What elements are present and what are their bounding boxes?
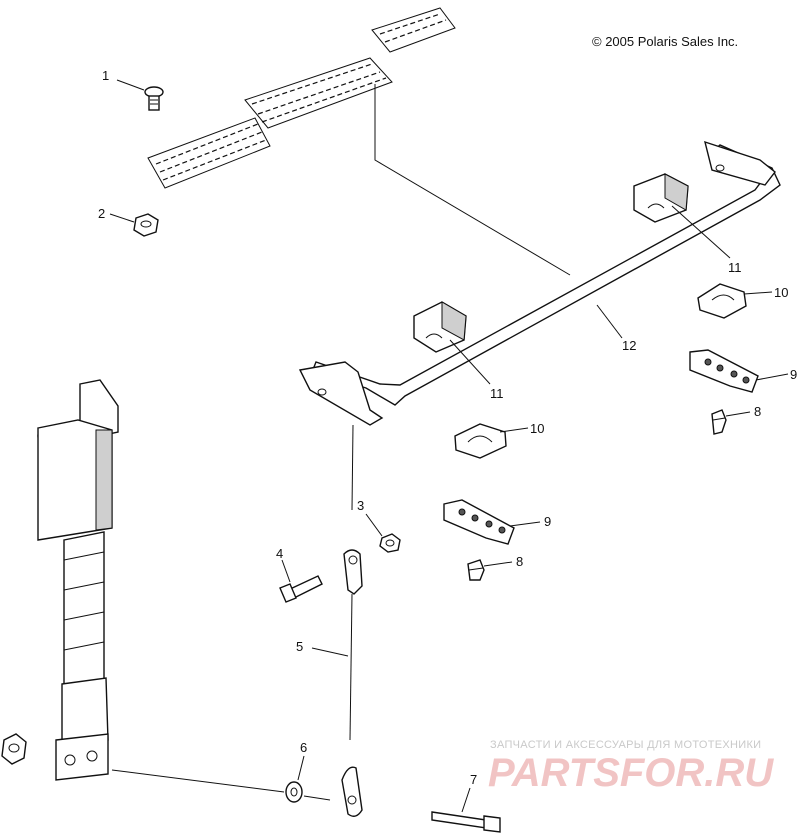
bushing-part-11-lower [413,301,467,353]
callout-12: 12 [622,338,636,353]
nut-part-3 [379,533,401,553]
callout-8-lower: 8 [516,554,523,569]
bushing-part-11-upper [633,173,689,223]
nut-far-left [1,733,27,765]
watermark: ЗАПЧАСТИ И АКСЕССУАРЫ ДЛЯ МОТОТЕХНИКИ PA… [488,739,774,795]
fitting-part-8-upper [711,409,727,435]
washer-part-6 [285,781,303,803]
callout-7: 7 [470,772,477,787]
clamp-part-10-lower [454,423,507,459]
link-rod-part-5 [341,424,363,817]
watermark-brand: PARTSFOR.RU [488,751,774,795]
callout-3: 3 [357,498,364,513]
callout-1: 1 [102,68,109,83]
callout-11-lower: 11 [490,386,504,401]
callout-4: 4 [276,546,283,561]
fitting-part-8-lower [467,559,485,581]
chassis-panels [147,7,456,189]
bolt-part-7 [431,811,501,833]
callout-2: 2 [98,206,105,221]
bolt-part-4 [279,575,323,603]
callout-5: 5 [296,639,303,654]
clamp-part-10-upper [697,283,747,319]
callout-6: 6 [300,740,307,755]
nut-part-2 [133,213,159,237]
callout-9-upper: 9 [790,367,797,382]
screw-part-1 [144,86,164,111]
bracket-part-9-lower [443,499,515,545]
bracket-part-9-upper [689,349,759,393]
callout-8-upper: 8 [754,404,761,419]
callout-10-upper: 10 [774,285,788,300]
copyright-text: © 2005 Polaris Sales Inc. [592,34,738,49]
watermark-subtitle: ЗАПЧАСТИ И АКСЕССУАРЫ ДЛЯ МОТОТЕХНИКИ [490,739,761,751]
shock-absorber [37,379,119,781]
stabilizer-bar-part-12 [298,140,781,426]
callout-9-lower: 9 [544,514,551,529]
callout-10-lower: 10 [530,421,544,436]
callout-11-upper: 11 [728,260,742,275]
